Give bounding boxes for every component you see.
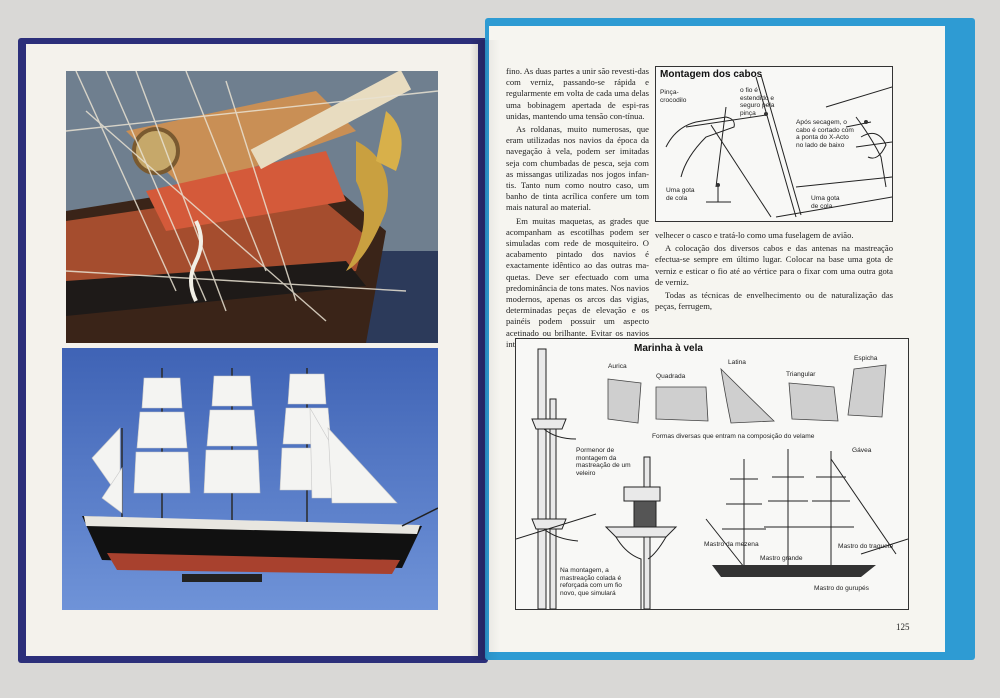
paragraph: As roldanas, muito numerosas, que eram u… <box>506 124 649 213</box>
sail-label-triangular: Triangular <box>786 371 816 378</box>
sail-label-aurica: Aurica <box>608 363 627 370</box>
sail-label-latina: Latina <box>728 359 746 366</box>
label-gota-cola: Uma gota de cola <box>666 187 695 202</box>
diagram-title: Montagem dos cabos <box>660 69 763 80</box>
paragraph: fino. As duas partes a unir são revesti-… <box>506 66 649 121</box>
sails-caption: Formas diversas que entram na composição… <box>652 433 815 440</box>
label-apos-secagem: Após secagem, o cabo é cortado com a pon… <box>796 119 854 149</box>
page-number: 125 <box>896 622 910 632</box>
diagram-title: Marinha à vela <box>634 343 703 354</box>
rigging-illustration <box>665 74 892 218</box>
book-gutter <box>470 40 500 660</box>
mast-label-mezena: Mastro da mezena <box>704 541 759 548</box>
mast-label-gavea: Gávea <box>852 447 872 454</box>
paragraph: velhecer o casco e tratá-lo como uma fus… <box>655 230 854 240</box>
text-column-left: fino. As duas partes a unir são revesti-… <box>506 66 649 352</box>
label-gota-cola-2: Uma gota de cola <box>811 195 840 210</box>
text-column-right: velhecer o casco e tratá-lo como uma fus… <box>655 230 893 314</box>
photo-sailing-ship-model <box>62 348 438 610</box>
sails-masts-illustration <box>516 348 908 609</box>
sail-label-espicha: Espicha <box>854 355 878 362</box>
paragraph: Todas as técnicas de envelhecimento ou d… <box>655 290 893 312</box>
photo-ship-stern <box>66 71 438 343</box>
label-montagem: Na montagem, a mastreação colada é refor… <box>560 567 622 597</box>
mast-label-traquete: Mastro do traquete <box>838 543 894 550</box>
diagram-montagem-cabos: Montagem dos cabos Pinça-crocodilo o fio… <box>655 66 893 222</box>
label-fio: o fio é estendido e seguro pela pinça <box>740 87 775 117</box>
mast-label-grande: Mastro grande <box>760 555 803 562</box>
diagram-marinha-a-vela: Marinha à vela <box>515 338 909 610</box>
paragraph: Em muitas maquetas, as grades que acompa… <box>506 215 649 349</box>
label-pormenor: Pormenor de montagem da mastreação de um… <box>576 447 631 477</box>
sail-label-quadrada: Quadrada <box>656 373 686 380</box>
label-pinca: Pinça-crocodilo <box>660 89 687 104</box>
mast-label-gurupes: Mastro do gurupés <box>814 585 869 592</box>
paragraph: A colocação dos diversos cabos e das ant… <box>655 243 893 287</box>
